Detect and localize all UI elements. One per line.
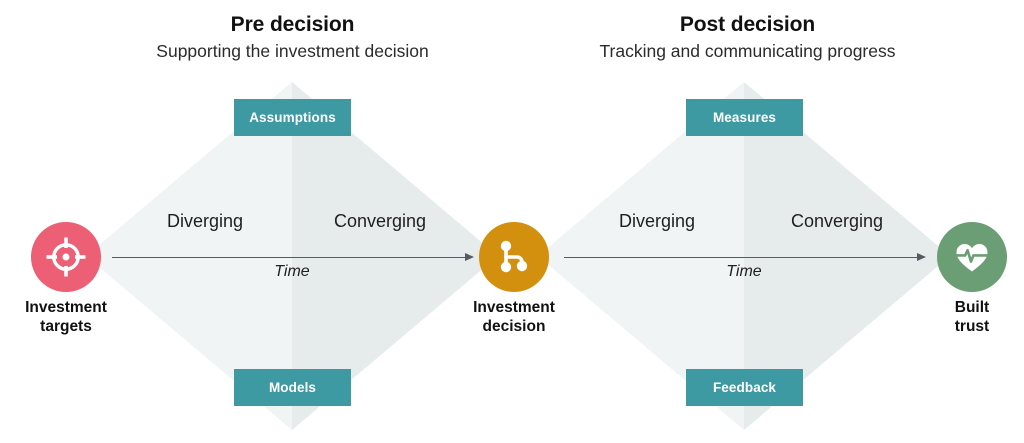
chip-assumptions-label: Assumptions	[249, 110, 336, 125]
node-built-trust[interactable]: Built trust	[937, 222, 1007, 335]
section-subtitle-pre-decision: Supporting the investment decision	[156, 41, 429, 61]
node-caption-line2: targets	[40, 318, 92, 335]
time-axis-label-pre: Time	[274, 263, 310, 280]
node-caption-line1: Investment	[473, 299, 555, 316]
chip-models[interactable]: Models	[234, 369, 351, 406]
node-caption-line2: decision	[482, 318, 546, 335]
section-heading-pre-decision: Pre decision Supporting the investment d…	[90, 12, 495, 63]
chip-models-label: Models	[268, 380, 317, 395]
decision-tree-nodes-icon	[479, 222, 549, 292]
time-axis-line-pre	[112, 257, 468, 258]
node-investment-decision[interactable]: Investment decision	[473, 222, 555, 335]
phase-label-converging-pre: Converging	[333, 211, 427, 231]
node-built-trust-caption: Built trust	[955, 298, 989, 336]
section-title-pre-decision: Pre decision	[230, 13, 355, 36]
time-axis-label-post: Time	[726, 263, 762, 280]
chip-measures[interactable]: Measures	[686, 99, 803, 136]
node-investment-decision-caption: Investment decision	[473, 298, 555, 336]
phase-label-diverging-pre: Diverging	[166, 211, 244, 231]
diamond-shape-pre-decision	[86, 82, 498, 430]
section-subtitle-post-decision: Tracking and communicating progress	[599, 41, 896, 61]
time-axis-arrowhead-pre	[465, 252, 474, 261]
crosshair-target-icon	[31, 222, 101, 292]
time-axis-arrowhead-post	[917, 252, 926, 261]
chip-feedback[interactable]: Feedback	[686, 369, 803, 406]
section-heading-post-decision: Post decision Tracking and communicating…	[545, 12, 950, 63]
node-caption-line1: Built	[954, 299, 990, 316]
phase-label-converging-post: Converging	[790, 211, 884, 231]
node-caption-line1: Investment	[25, 299, 107, 316]
node-caption-line2: trust	[954, 318, 990, 335]
node-investment-targets-caption: Investment targets	[25, 298, 107, 336]
time-axis-line-post	[564, 257, 920, 258]
phase-label-diverging-post: Diverging	[618, 211, 696, 231]
heart-pulse-icon	[937, 222, 1007, 292]
chip-assumptions[interactable]: Assumptions	[234, 99, 351, 136]
chip-feedback-label: Feedback	[712, 380, 777, 395]
section-title-post-decision: Post decision	[679, 13, 816, 36]
chip-measures-label: Measures	[712, 110, 777, 125]
node-investment-targets[interactable]: Investment targets	[25, 222, 107, 335]
